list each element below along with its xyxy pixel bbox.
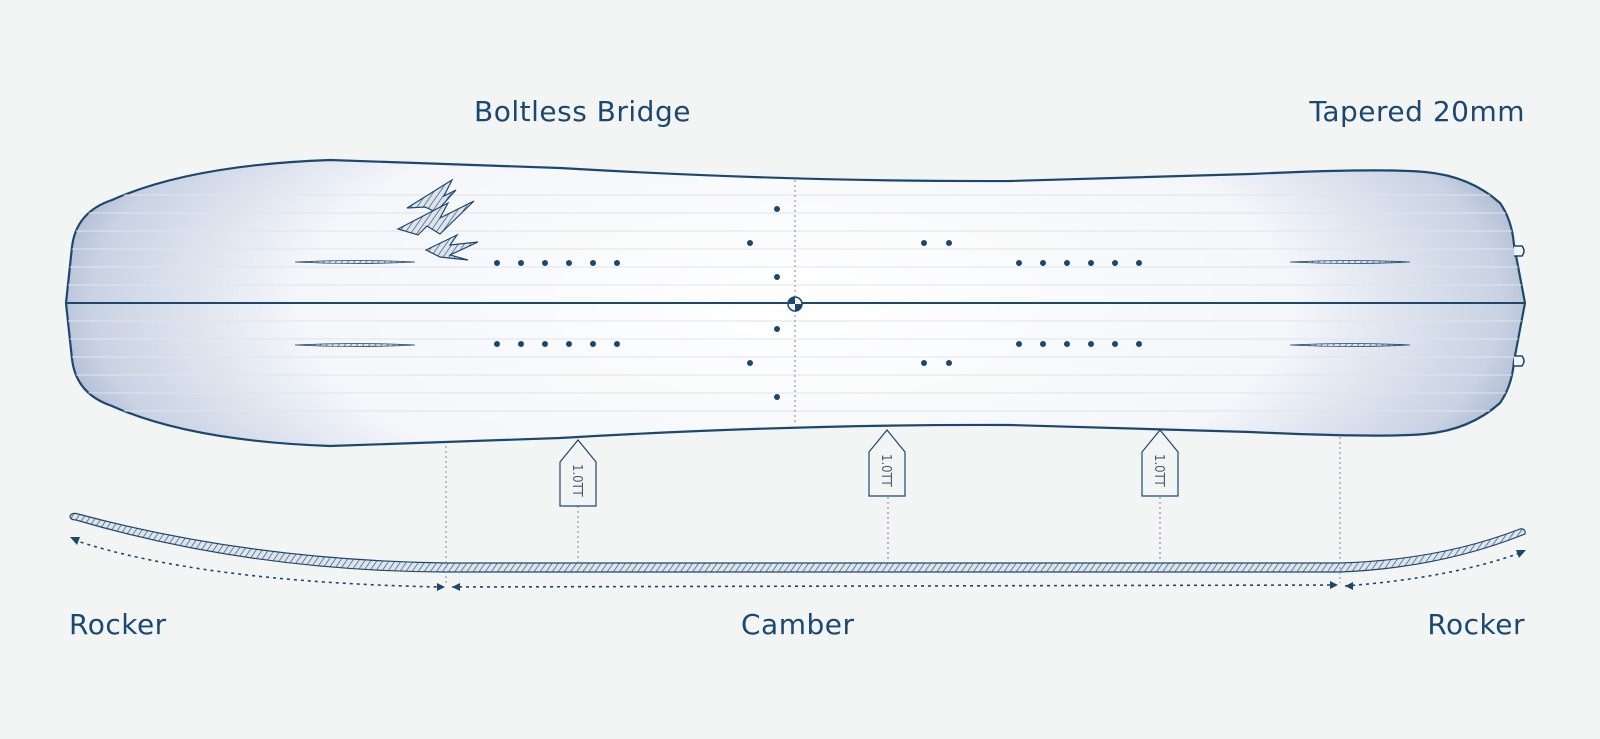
skin-notch-bottom: [1514, 355, 1525, 367]
insert-tag: 1.0TT: [559, 439, 597, 507]
svg-text:1.0TT: 1.0TT: [1151, 454, 1166, 488]
hook-slots: [294, 260, 1411, 347]
tapered-label: Tapered 20mm: [1309, 95, 1525, 128]
lightning-logo-icon: [396, 178, 479, 261]
rocker-left-label: Rocker: [69, 608, 167, 641]
rocker-right-label: Rocker: [1427, 608, 1525, 641]
insert-tag: 1.0TT: [1141, 429, 1179, 497]
insert-tag: 1.0TT: [868, 429, 906, 497]
svg-text:1.0TT: 1.0TT: [569, 464, 584, 498]
skin-notch-top: [1514, 245, 1525, 257]
center-crosshair-icon: [787, 296, 803, 312]
board-side-profile: [69, 512, 1526, 573]
camber-label: Camber: [741, 608, 855, 641]
board-profile: [69, 437, 1526, 591]
board-top-view: [64, 158, 1527, 448]
guide-lines: [445, 437, 1341, 585]
svg-text:1.0TT: 1.0TT: [878, 454, 893, 488]
boltless-bridge-label: Boltless Bridge: [474, 95, 691, 128]
insert-dots: [494, 206, 1142, 400]
arrowheads: [70, 537, 1526, 591]
profile-arrows: [73, 539, 1521, 588]
